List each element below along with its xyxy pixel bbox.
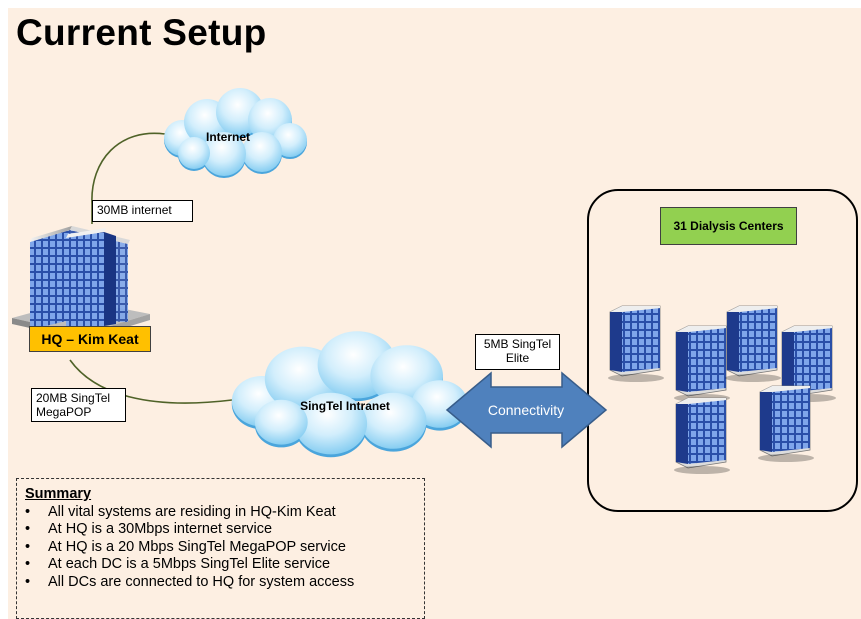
connectivity-label: Connectivity (487, 402, 565, 418)
hq-label: HQ – Kim Keat (29, 326, 151, 352)
server-rack-icon-5 (673, 397, 731, 475)
summary-item: At each DC is a 5Mbps SingTel Elite serv… (25, 556, 424, 574)
elite-link-label-line2: Elite (505, 351, 530, 365)
elite-link-label: 5MB SingTel Elite (475, 334, 560, 370)
summary-item: All DCs are connected to HQ for system a… (25, 574, 424, 592)
elite-link-label-line1: 5MB SingTel (483, 337, 552, 351)
server-rack-icon-6 (757, 385, 815, 463)
megapop-link-label-line1: 20MB SingTel (36, 391, 111, 405)
internet-link-label: 30MB internet (92, 200, 193, 222)
summary-list: All vital systems are residing in HQ-Kim… (25, 504, 424, 592)
server-rack-icon-2 (673, 325, 731, 403)
summary-heading: Summary (25, 486, 92, 502)
internet-link-line (91, 132, 166, 205)
intranet-label: SingTel Intranet (300, 399, 390, 413)
summary-box: Summary All vital systems are residing i… (16, 478, 425, 619)
server-rack-icon-3 (724, 305, 782, 383)
summary-item: At HQ is a 20 Mbps SingTel MegaPOP servi… (25, 539, 424, 557)
internet-label: Internet (205, 130, 250, 144)
megapop-link-label: 20MB SingTel MegaPOP (31, 388, 126, 422)
server-rack-icon-1 (607, 305, 665, 383)
summary-item: At HQ is a 30Mbps internet service (25, 521, 424, 539)
megapop-link-line (69, 359, 233, 404)
dialysis-centers-label: 31 Dialysis Centers (660, 207, 797, 245)
intranet-cloud-icon (231, 331, 468, 458)
summary-item: All vital systems are residing in HQ-Kim… (25, 504, 424, 522)
megapop-link-label-line2: MegaPOP (36, 405, 92, 419)
hq-building-icon (12, 226, 150, 340)
dialysis-centers-container (587, 189, 858, 512)
page-title: Current Setup (16, 12, 267, 53)
connectivity-double-arrow-icon (445, 371, 608, 449)
